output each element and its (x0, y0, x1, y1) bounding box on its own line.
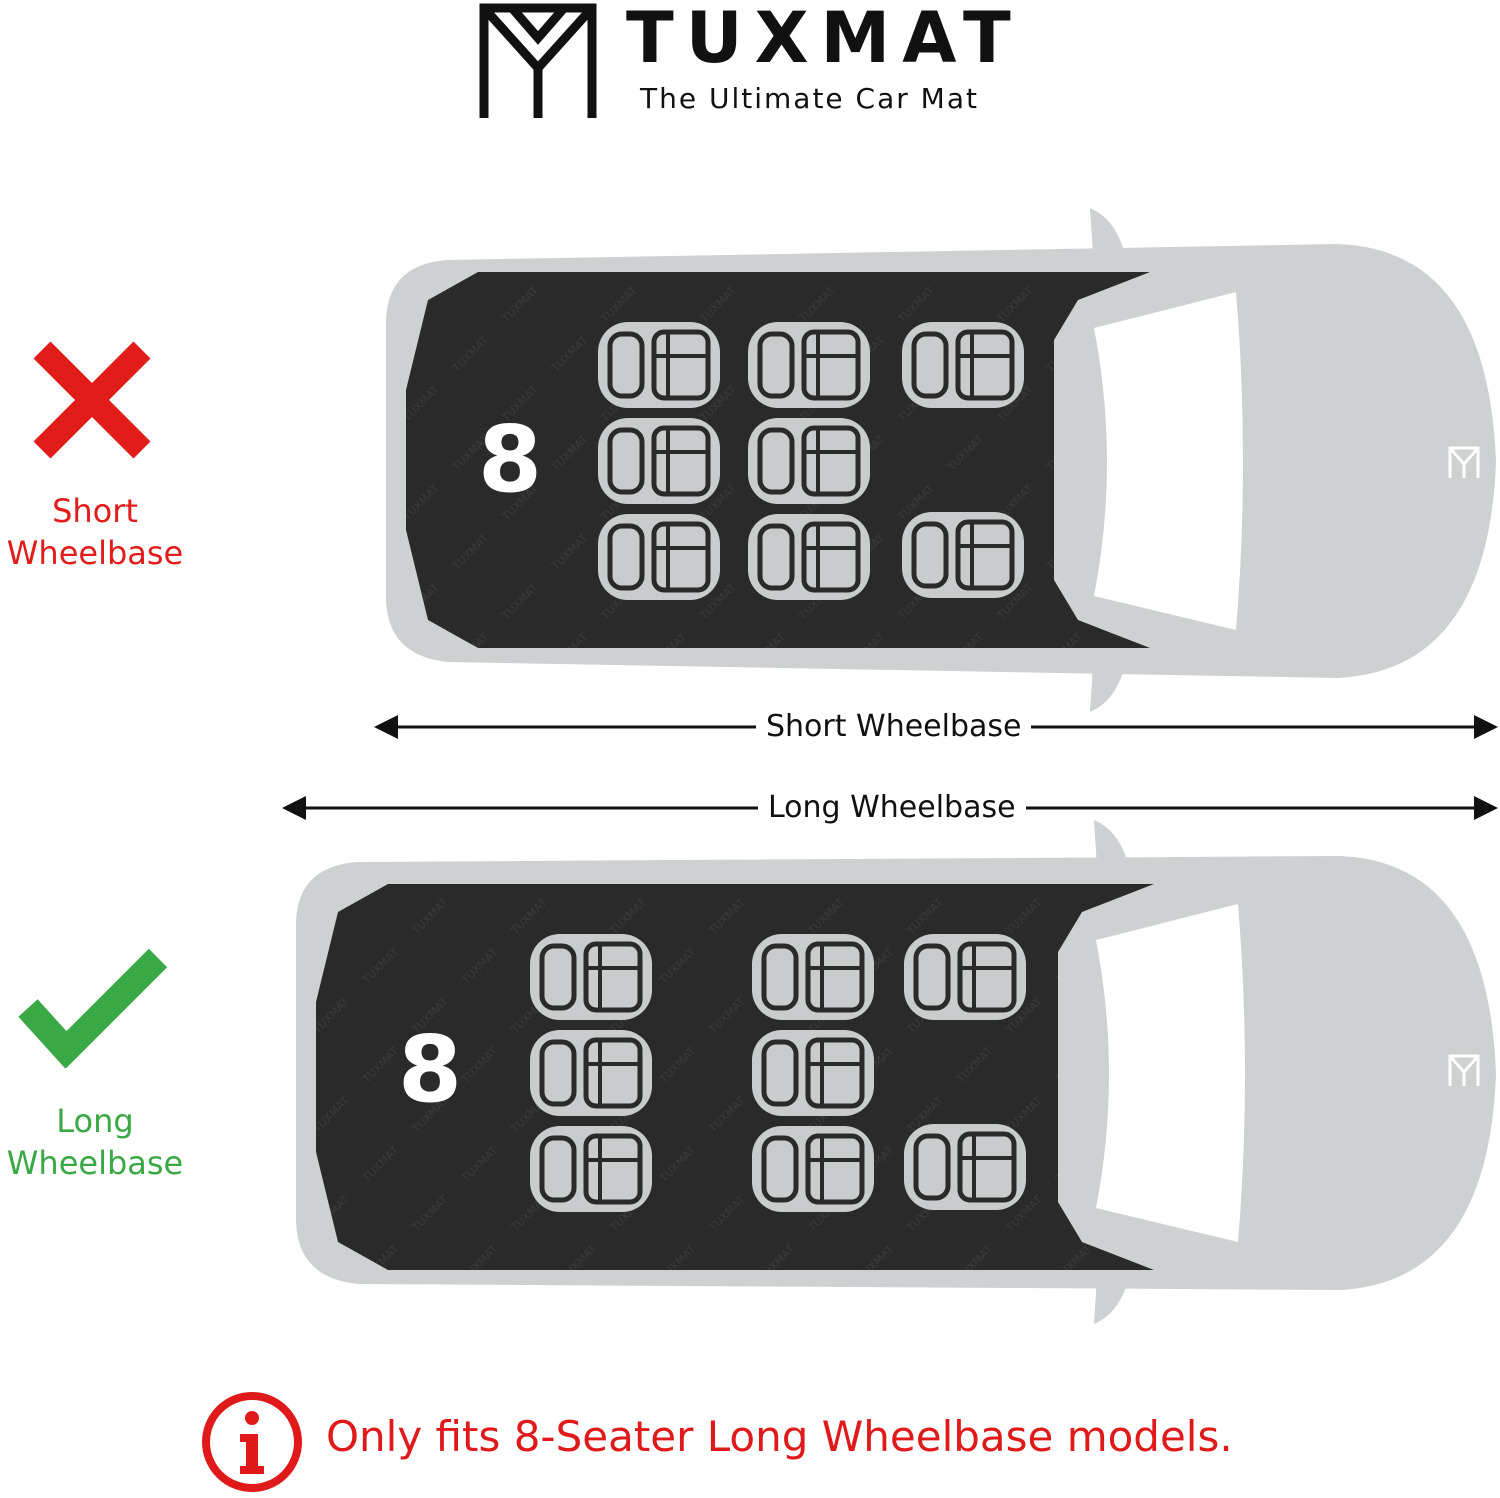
brand-name: TUXMAT (626, 0, 1023, 79)
front-badge-icon (1448, 446, 1480, 478)
windshield (1096, 904, 1245, 1242)
tuxmat-monogram-icon (479, 3, 597, 118)
brand-tagline: The Ultimate Car Mat (640, 82, 979, 115)
long-label-line1: Long (56, 1102, 134, 1140)
long-label-line2: Wheelbase (6, 1144, 184, 1182)
long-wheelbase-van (296, 820, 1496, 1324)
check-icon (18, 948, 168, 1068)
short-wheelbase-label: Short Wheelbase (0, 490, 190, 574)
windshield (1094, 292, 1243, 630)
info-icon (202, 1392, 302, 1492)
short-wheelbase-dimension-label: Short Wheelbase (756, 707, 1032, 747)
long-wheelbase-label: Long Wheelbase (0, 1100, 190, 1184)
long-seat-count: 8 (398, 1016, 463, 1123)
short-wheelbase-van (386, 208, 1496, 712)
cross-icon (33, 341, 151, 459)
short-seat-count: 8 (478, 406, 543, 513)
short-label-line2: Wheelbase (6, 534, 184, 572)
long-wheelbase-dimension-label: Long Wheelbase (758, 788, 1026, 828)
front-badge-icon (1448, 1054, 1480, 1086)
fitment-notice: Only fits 8-Seater Long Wheelbase models… (326, 1412, 1233, 1461)
short-label-line1: Short (52, 492, 138, 530)
